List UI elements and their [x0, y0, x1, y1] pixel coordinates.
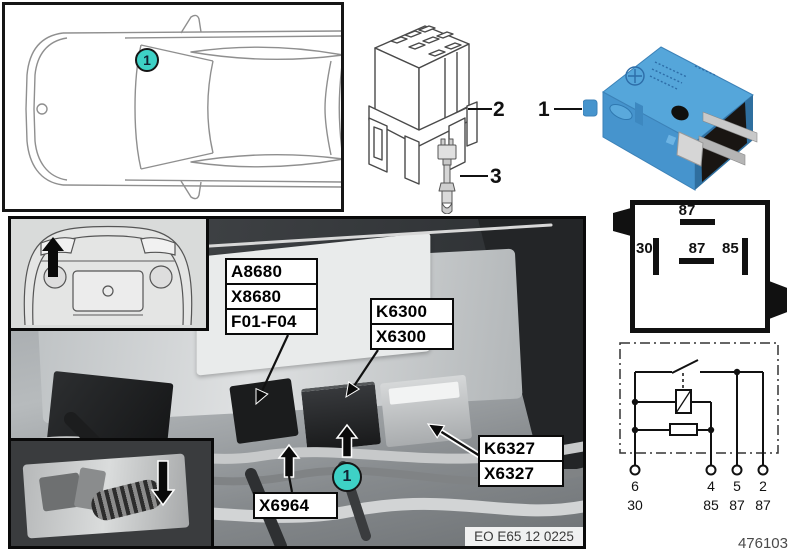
leader-line-3 [460, 175, 488, 177]
leader-k6300 [353, 349, 379, 387]
document-number: 476103 [737, 535, 788, 552]
pin-diagram: 87 30 87 85 [630, 200, 770, 333]
leader-x6964 [287, 475, 294, 493]
label-x6300: X6300 [372, 323, 452, 348]
arrow-k6327-shaft [439, 429, 481, 458]
pin-slot-87-center [679, 258, 714, 264]
label-x6964: X6964 [259, 496, 310, 515]
label-box-k6327: K6327 X6327 [478, 435, 564, 487]
relay-markings [625, 61, 718, 90]
schematic-border [619, 342, 779, 454]
arrow-ebox [150, 460, 176, 507]
arrow-k6300 [345, 381, 361, 398]
pin-label-87-top: 87 [678, 202, 696, 219]
schematic-pin-4: 4 [707, 478, 715, 494]
leader-a8680 [261, 334, 289, 392]
ebox-arrow-layer [150, 460, 176, 507]
label-x8680: X8680 [227, 283, 316, 308]
label-box-fuse-module: A8680 X8680 F01-F04 [225, 258, 318, 335]
schematic-terminal-85: 85 [703, 497, 719, 513]
callout-3[interactable]: 3 [490, 165, 502, 188]
label-a8680: A8680 [231, 262, 283, 281]
terminal-5 [731, 464, 743, 476]
photo-stamp: EO E65 12 0225 [465, 527, 583, 546]
arrow-engine-inset [42, 237, 64, 277]
car-top-view-drawing [25, 14, 344, 200]
ebox-inset [11, 438, 214, 546]
location-marker[interactable]: 1 [135, 48, 159, 72]
leader-line-2 [468, 108, 492, 110]
car-location-panel: 1 [2, 2, 344, 212]
callout-1[interactable]: 1 [538, 98, 550, 121]
contact-pin-drawing [437, 138, 457, 214]
leader-line-1 [554, 108, 582, 110]
terminal-6 [629, 464, 641, 476]
pin-label-30: 30 [636, 240, 653, 257]
label-box-x6964: X6964 [253, 492, 338, 519]
terminal-4 [705, 464, 717, 476]
label-k6327: K6327 [484, 439, 536, 458]
schematic-terminal-30: 30 [627, 497, 643, 513]
location-photo: A8680 X8680 F01-F04 K6300 X6300 X6964 K6… [8, 216, 586, 549]
callout-2[interactable]: 2 [493, 98, 505, 121]
schematic-terminal-87a: 87 [729, 497, 745, 513]
pin-label-87-center: 87 [688, 240, 706, 257]
pin-label-85: 85 [722, 240, 739, 257]
pin-slot-30 [653, 238, 659, 275]
relay-photo [583, 46, 758, 191]
terminal-2 [757, 464, 769, 476]
engine-bay-drawing [23, 225, 193, 326]
schematic-pin-5: 5 [733, 478, 741, 494]
arrow-a8680 [255, 387, 269, 406]
arrow-k6327-head [426, 423, 446, 439]
schematic-terminal-87b: 87 [755, 497, 771, 513]
pin-slot-87-top [680, 219, 715, 225]
label-box-k6300: K6300 X6300 [370, 298, 454, 350]
circuit-schematic: 6 4 5 2 30 85 87 87 [619, 342, 779, 513]
schematic-pin-2: 2 [759, 478, 767, 494]
pin-diagram-tab-left [613, 208, 631, 236]
label-x6327: X6327 [480, 460, 562, 485]
photo-marker[interactable]: 1 [332, 462, 362, 492]
arrow-photo-marker [335, 423, 359, 458]
schematic-pin-6: 6 [631, 478, 639, 494]
label-k6300: K6300 [376, 302, 428, 321]
label-f01-f04: F01-F04 [227, 308, 316, 333]
engine-bay-inset [11, 219, 209, 331]
pin-slot-85 [742, 238, 748, 275]
pin-diagram-tab-right [769, 281, 787, 319]
